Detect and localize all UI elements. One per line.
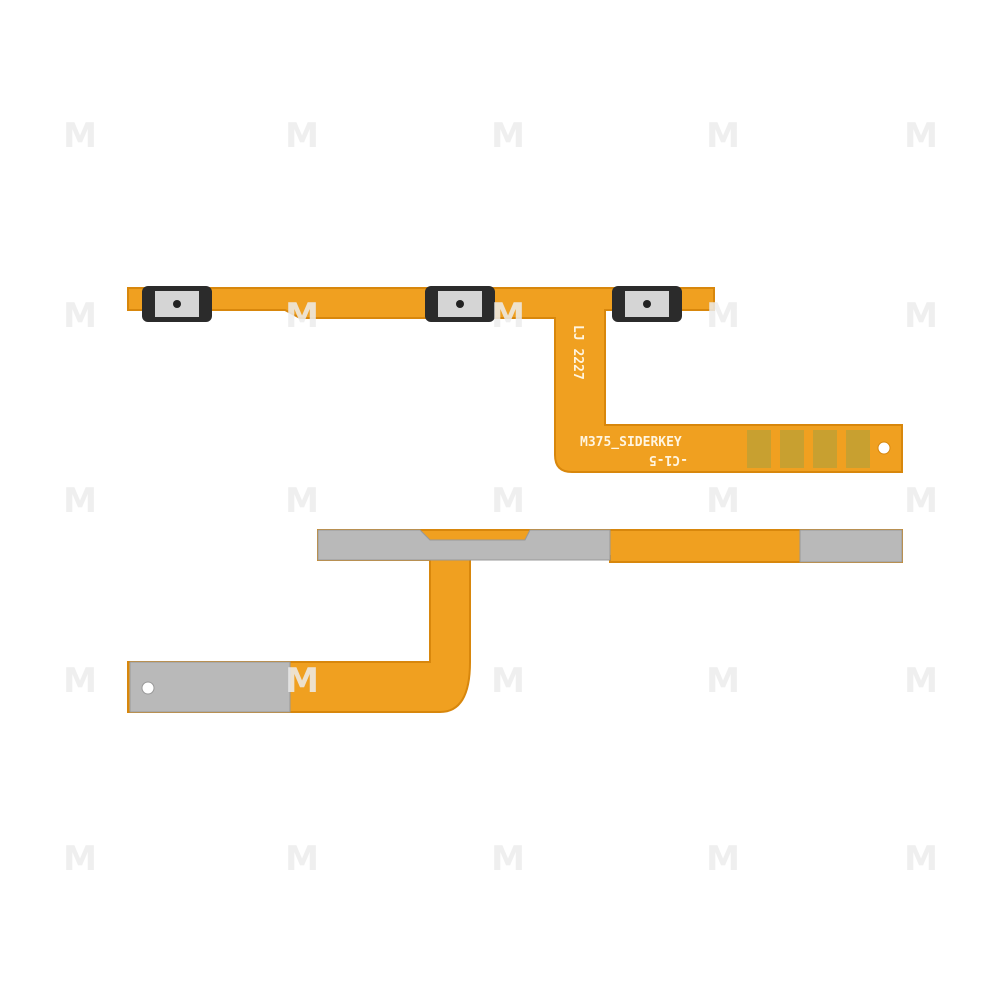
side-button-icon xyxy=(612,286,682,322)
watermark-logo: M xyxy=(904,116,938,156)
side-button-icon xyxy=(425,286,495,322)
watermark-logo: M xyxy=(63,296,97,336)
mount-hole-icon xyxy=(142,682,154,694)
watermark-logo: M xyxy=(904,661,938,701)
watermark-logo: M xyxy=(63,661,97,701)
watermark-logo: M xyxy=(63,839,97,879)
watermark-logo: M xyxy=(491,661,525,701)
watermark-logo: M xyxy=(285,116,319,156)
watermark-logo: M xyxy=(706,661,740,701)
watermark-logo: M xyxy=(904,481,938,521)
watermark-logo: M xyxy=(491,839,525,879)
watermark-logo: M xyxy=(285,661,319,701)
date-code-label: LJ 2227 xyxy=(570,325,585,380)
metal-stiffener xyxy=(800,530,902,562)
watermark-logo: M xyxy=(63,116,97,156)
watermark-logo: M xyxy=(706,116,740,156)
watermark-logo: M xyxy=(491,481,525,521)
watermark-grid: M M M M M M M M M M M M M M M M M M M M M M M M M xyxy=(63,116,938,879)
watermark-logo: M xyxy=(904,839,938,879)
watermark-logo: M xyxy=(491,116,525,156)
side-button-icon xyxy=(142,286,212,322)
watermark-logo: M xyxy=(706,296,740,336)
watermark-logo: M xyxy=(904,296,938,336)
model-label: M375_SIDERKEY xyxy=(580,435,682,450)
watermark-logo: M xyxy=(706,839,740,879)
watermark-logo: M xyxy=(285,839,319,879)
watermark-logo: M xyxy=(491,296,525,336)
mount-hole-icon xyxy=(878,442,890,454)
watermark-logo: M xyxy=(63,481,97,521)
watermark-logo: M xyxy=(285,481,319,521)
watermark-logo: M xyxy=(285,296,319,336)
revision-label: -C1-5 xyxy=(649,452,688,467)
watermark-logo: M xyxy=(706,481,740,521)
